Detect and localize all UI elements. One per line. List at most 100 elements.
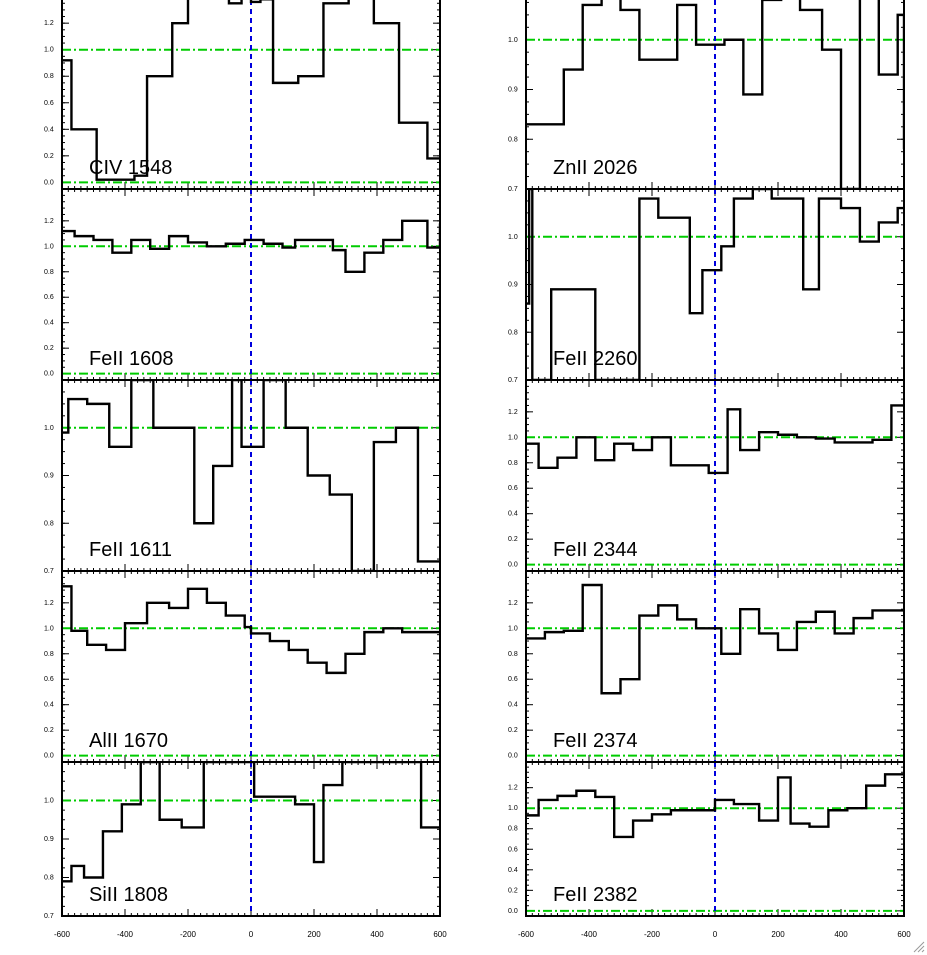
y-tick-label: 0.6 [508, 846, 518, 853]
y-tick-label: 0.2 [44, 345, 54, 352]
flux-series [526, 0, 904, 189]
flux-series [62, 0, 440, 181]
y-tick-label: 0.8 [44, 875, 54, 882]
x-tick-label: 0 [713, 930, 718, 939]
y-tick-label: 1.0 [44, 243, 54, 250]
y-tick-label: 0.0 [508, 562, 518, 569]
y-tick-label: 0.6 [508, 676, 518, 683]
y-tick-label: 0.4 [44, 126, 54, 133]
y-tick-label: 0.8 [44, 73, 54, 80]
y-tick-label: 0.0 [44, 179, 54, 186]
y-tick-label: 0.8 [508, 826, 518, 833]
flux-series [526, 189, 904, 380]
y-tick-label: 1.0 [44, 798, 54, 805]
y-tick-label: 1.0 [508, 434, 518, 441]
y-tick-label: 0.4 [508, 702, 518, 709]
flux-series [62, 762, 440, 883]
x-tick-label: 0 [249, 930, 254, 939]
y-tick-label: 0.0 [44, 371, 54, 378]
x-tick-label: 200 [771, 930, 785, 939]
panel-frame [61, 761, 441, 917]
y-tick-label: 0.6 [44, 676, 54, 683]
panel-label: ZnII 2026 [553, 157, 638, 179]
x-tick-label: 600 [897, 930, 911, 939]
x-tick-label: 600 [433, 930, 447, 939]
flux-series [62, 380, 440, 571]
flux-series [526, 583, 904, 695]
flux-series [526, 773, 904, 839]
x-tick-label: -400 [581, 930, 598, 939]
flux-series [526, 404, 904, 475]
y-tick-label: 0.9 [508, 282, 518, 289]
y-tick-label: 0.8 [44, 651, 54, 658]
y-tick-label: 0.0 [44, 753, 54, 760]
y-tick-label: 0.2 [508, 887, 518, 894]
panel-label: FeII 1608 [89, 348, 174, 370]
panel-label: AlII 1670 [89, 730, 168, 752]
panel-label: FeII 1611 [89, 539, 172, 561]
x-tick-label: -200 [644, 930, 661, 939]
y-tick-label: 0.7 [44, 913, 54, 920]
x-tick-label: 400 [834, 930, 848, 939]
y-tick-label: 0.8 [508, 136, 518, 143]
y-tick-label: 1.0 [44, 425, 54, 432]
y-tick-label: 0.2 [44, 727, 54, 734]
y-tick-label: 0.7 [44, 568, 54, 575]
y-tick-label: 1.2 [508, 600, 518, 607]
x-tick-label: -600 [54, 930, 71, 939]
resize-grip-icon[interactable] [913, 941, 925, 953]
y-tick-label: 0.2 [44, 153, 54, 160]
y-tick-label: 0.9 [44, 473, 54, 480]
y-tick-label: 0.7 [508, 186, 518, 193]
y-tick-label: 0.8 [44, 520, 54, 527]
x-tick-label: 200 [307, 930, 321, 939]
panel-label: FeII 2260 [553, 348, 638, 370]
y-tick-label: 0.0 [508, 753, 518, 760]
y-tick-label: 1.0 [44, 47, 54, 54]
y-tick-label: 1.2 [508, 785, 518, 792]
panel-label: FeII 2382 [553, 884, 638, 906]
x-tick-label: -200 [180, 930, 197, 939]
y-tick-label: 0.2 [508, 727, 518, 734]
y-tick-label: 1.2 [508, 409, 518, 416]
y-tick-label: 0.4 [44, 320, 54, 327]
flux-series [62, 585, 440, 675]
y-tick-label: 0.8 [508, 651, 518, 658]
y-tick-label: 0.2 [508, 536, 518, 543]
y-tick-label: 0.4 [508, 511, 518, 518]
y-tick-label: 1.2 [44, 218, 54, 225]
panel-label: FeII 2344 [553, 539, 638, 561]
y-tick-label: 0.7 [508, 377, 518, 384]
x-tick-label: 400 [370, 930, 384, 939]
y-tick-label: 0.8 [508, 460, 518, 467]
y-tick-label: 0.8 [44, 269, 54, 276]
y-tick-label: 1.2 [44, 20, 54, 27]
y-tick-label: 0.4 [44, 702, 54, 709]
y-tick-label: 1.0 [508, 234, 518, 241]
panel-label: CIV 1548 [89, 157, 172, 179]
y-tick-label: 1.0 [508, 37, 518, 44]
y-tick-label: 1.0 [508, 625, 518, 632]
y-tick-label: 1.0 [44, 625, 54, 632]
x-tick-label: -400 [117, 930, 134, 939]
y-tick-label: 0.9 [44, 836, 54, 843]
panel-label: FeII 2374 [553, 730, 638, 752]
panel-label: SiII 1808 [89, 884, 168, 906]
y-tick-label: 0.6 [44, 100, 54, 107]
y-tick-label: 0.6 [508, 485, 518, 492]
flux-series [62, 219, 440, 273]
y-tick-label: 0.9 [508, 87, 518, 94]
y-tick-label: 0.8 [508, 329, 518, 336]
y-tick-label: 0.6 [44, 294, 54, 301]
